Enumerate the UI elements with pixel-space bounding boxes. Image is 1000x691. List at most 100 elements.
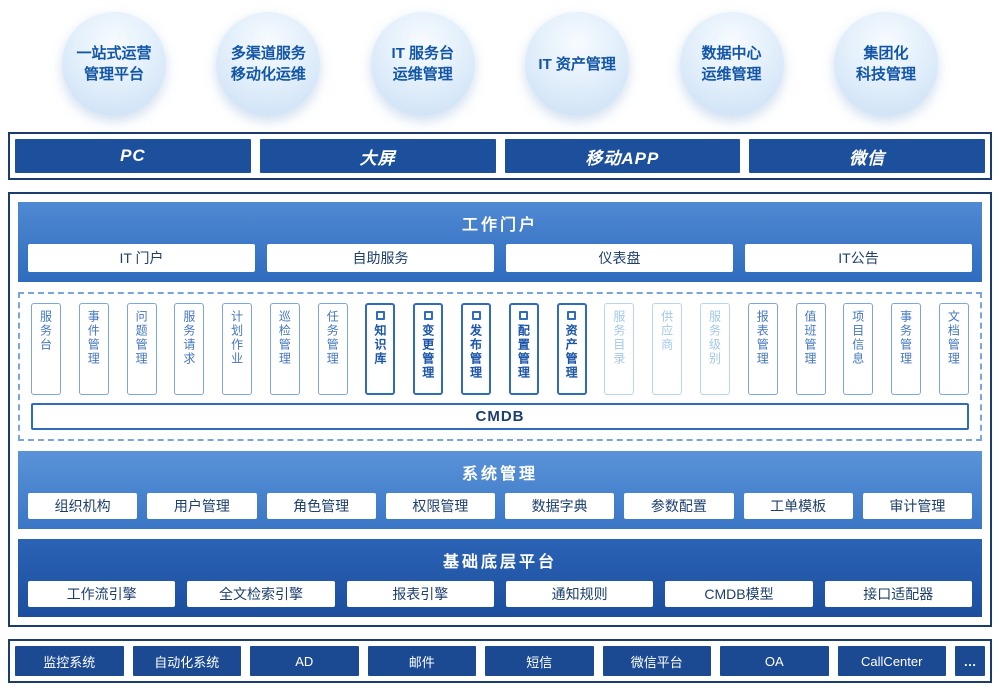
platform-notification-rule: 通知规则	[505, 581, 654, 607]
module-document: 文档管理	[938, 303, 969, 395]
bubble-label: 多渠道服务 移动化运维	[230, 45, 306, 83]
platform-fulltext-engine: 全文检索引擎	[187, 581, 335, 607]
module-inspection: 巡检管理	[269, 303, 300, 395]
module-box-icon	[471, 311, 481, 320]
module-label: 服务台	[38, 310, 53, 352]
system-role: 角色管理	[266, 493, 376, 519]
integration-bar: 监控系统 自动化系统 AD 邮件 短信 微信平台 OA CallCenter …	[8, 639, 992, 683]
bubble-label: IT 服务台 运维管理	[391, 45, 455, 83]
module-label: 资产管理	[564, 324, 579, 380]
integration-mail: 邮件	[367, 646, 476, 676]
bubble-label: 数据中心 运维管理	[701, 45, 762, 83]
bubble-it-service-desk: IT 服务台 运维管理	[370, 12, 475, 116]
platform-interface-adapter: 接口适配器	[824, 581, 972, 607]
module-box-icon	[519, 311, 529, 320]
module-change: 变更管理	[413, 303, 444, 395]
module-label: 事务管理	[898, 310, 913, 366]
system-parameter: 参数配置	[624, 493, 734, 519]
system-management-items: 组织机构 用户管理 角色管理 权限管理 数据字典 参数配置 工单模板 审计管理	[28, 493, 972, 519]
base-platform-section: 基础底层平台 工作流引擎 全文检索引擎 报表引擎 通知规则 CMDB模型 接口适…	[18, 539, 982, 617]
module-box-icon	[567, 311, 577, 320]
access-channel-bar: PC 大屏 移动APP 微信	[8, 132, 992, 180]
system-data-dictionary: 数据字典	[505, 493, 615, 519]
base-platform-items: 工作流引擎 全文检索引擎 报表引擎 通知规则 CMDB模型 接口适配器	[28, 581, 972, 607]
bubble-datacenter-ops: 数据中心 运维管理	[679, 12, 784, 116]
module-project-info: 项目信息	[843, 303, 874, 395]
module-label: 供应商	[659, 310, 674, 352]
module-label: 计划作业	[229, 310, 244, 366]
channel-wechat: 微信	[749, 139, 985, 173]
work-portal-section: 工作门户 IT 门户 自助服务 仪表盘 IT公告	[18, 202, 982, 282]
module-label: 任务管理	[325, 310, 340, 366]
module-box-icon	[423, 311, 433, 320]
module-label: 变更管理	[420, 324, 435, 380]
module-configuration: 配置管理	[508, 303, 539, 395]
module-label: 报表管理	[755, 310, 770, 366]
channel-big-screen: 大屏	[259, 139, 496, 173]
system-organization: 组织机构	[28, 493, 138, 519]
portal-it-portal: IT 门户	[28, 244, 255, 272]
cmdb-bar: CMDB	[31, 403, 969, 430]
work-portal-title: 工作门户	[461, 217, 538, 234]
system-user: 用户管理	[147, 493, 257, 519]
feature-bubbles-row: 一站式运营 管理平台 多渠道服务 移动化运维 IT 服务台 运维管理 IT 资产…	[8, 8, 992, 120]
integration-more: …	[955, 646, 985, 676]
integration-automation: 自动化系统	[132, 646, 241, 676]
integration-wechat-platform: 微信平台	[602, 646, 711, 676]
portal-it-announcement: IT公告	[745, 244, 972, 272]
module-label: 服务级别	[707, 310, 722, 366]
module-box-icon	[375, 311, 385, 320]
platform-cmdb-model: CMDB模型	[665, 581, 813, 607]
module-label: 服务请求	[181, 310, 196, 366]
integration-callcenter: CallCenter	[837, 646, 946, 676]
module-duty: 值班管理	[795, 303, 826, 395]
module-supplier: 供应商	[652, 303, 683, 395]
module-affair: 事务管理	[891, 303, 922, 395]
module-report: 报表管理	[747, 303, 778, 395]
module-service-level: 服务级别	[699, 303, 730, 395]
bubble-multichannel-mobile-ops: 多渠道服务 移动化运维	[216, 12, 321, 116]
system-audit: 审计管理	[862, 493, 972, 519]
module-label: 文档管理	[946, 310, 961, 366]
system-management-section: 系统管理 组织机构 用户管理 角色管理 权限管理 数据字典 参数配置 工单模板 …	[18, 451, 982, 529]
module-service-catalog: 服务目录	[604, 303, 635, 395]
bubble-it-asset-management: IT 资产管理	[525, 12, 630, 116]
channel-pc: PC	[15, 139, 251, 173]
module-service-desk: 服务台	[31, 303, 61, 395]
module-service-request: 服务请求	[174, 303, 205, 395]
module-label: 服务目录	[611, 310, 626, 366]
base-platform-title: 基础底层平台	[442, 554, 557, 571]
module-label: 配置管理	[516, 324, 531, 380]
itsm-modules-row: 服务台 事件管理 问题管理 服务请求 计划作业 巡检管理 任务管理 知识库 变更…	[31, 303, 969, 395]
system-ticket-template: 工单模板	[743, 493, 853, 519]
bubble-label: 一站式运营 管理平台	[76, 45, 152, 83]
itsm-modules-panel: 服务台 事件管理 问题管理 服务请求 计划作业 巡检管理 任务管理 知识库 变更…	[18, 292, 982, 441]
channel-mobile-app: 移动APP	[504, 139, 741, 173]
module-incident: 事件管理	[78, 303, 109, 395]
portal-dashboard: 仪表盘	[506, 244, 733, 272]
system-management-title: 系统管理	[461, 466, 538, 483]
module-knowledge-base: 知识库	[365, 303, 396, 395]
main-architecture-panel: 工作门户 IT 门户 自助服务 仪表盘 IT公告 服务台 事件管理 问题管理 服…	[8, 192, 992, 627]
module-label: 项目信息	[850, 310, 865, 366]
module-planned-job: 计划作业	[222, 303, 253, 395]
module-label: 事件管理	[86, 310, 101, 366]
work-portal-items: IT 门户 自助服务 仪表盘 IT公告	[28, 244, 972, 272]
module-label: 巡检管理	[277, 310, 292, 366]
integration-oa: OA	[720, 646, 829, 676]
integration-sms: 短信	[485, 646, 594, 676]
bubble-label: 集团化 科技管理	[855, 45, 916, 83]
integration-ad: AD	[250, 646, 359, 676]
system-permission: 权限管理	[385, 493, 495, 519]
integration-monitoring: 监控系统	[15, 646, 124, 676]
portal-self-service: 自助服务	[267, 244, 494, 272]
bubble-one-stop-operations: 一站式运营 管理平台	[62, 12, 166, 116]
module-label: 知识库	[372, 324, 387, 366]
module-label: 值班管理	[803, 310, 817, 366]
module-label: 问题管理	[134, 310, 149, 366]
platform-workflow-engine: 工作流引擎	[28, 581, 176, 607]
module-label: 发布管理	[468, 324, 483, 380]
module-task: 任务管理	[317, 303, 348, 395]
platform-report-engine: 报表引擎	[346, 581, 494, 607]
